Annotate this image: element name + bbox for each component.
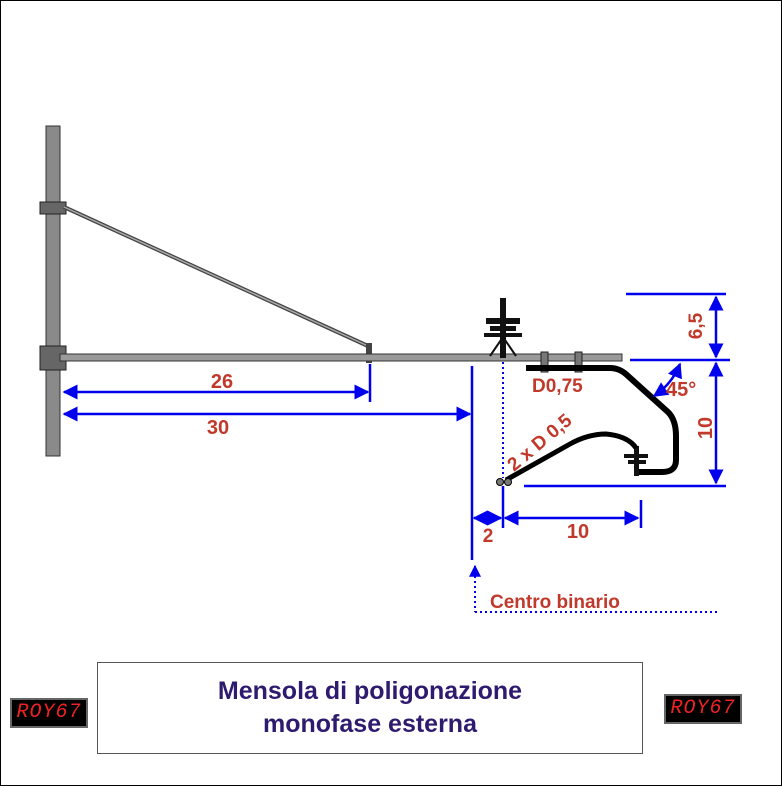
contact-wire-1 [496, 478, 504, 486]
title-box: Mensola di poligonazione monofase estern… [97, 662, 643, 754]
title-line-1: Mensola di poligonazione [217, 677, 523, 705]
upper-clamp [39, 201, 67, 215]
registration-tube [526, 365, 679, 475]
horizontal-arm [59, 353, 623, 362]
logo-left: ROY67 [10, 698, 88, 728]
steady-arm [504, 431, 639, 483]
dim-label-2: 2 [483, 526, 494, 547]
track-center-label: Centro binario [490, 592, 620, 613]
steady-insulator [624, 446, 648, 476]
mast [45, 125, 61, 457]
dim-label-26: 26 [211, 371, 233, 393]
insulator-support [484, 298, 522, 358]
stay-joint [366, 343, 372, 363]
angle-arc [652, 362, 682, 398]
contact-wire-2 [504, 478, 512, 486]
dim-label-6-5: 6,5 [686, 312, 707, 339]
double-tube-label: 2 x D 0,5 [504, 410, 577, 476]
tube-label: D0,75 [532, 376, 583, 397]
tube-clamp-2 [574, 351, 583, 373]
dim-label-30: 30 [207, 417, 229, 439]
angle-label: 45° [666, 379, 696, 401]
tube-clamp-1 [540, 351, 549, 373]
title-line-2: monofase esterna [263, 710, 477, 738]
dim-label-10-vertical: 10 [695, 417, 717, 439]
dim-label-10-horizontal: 10 [567, 521, 589, 543]
logo-right: ROY67 [664, 694, 742, 724]
